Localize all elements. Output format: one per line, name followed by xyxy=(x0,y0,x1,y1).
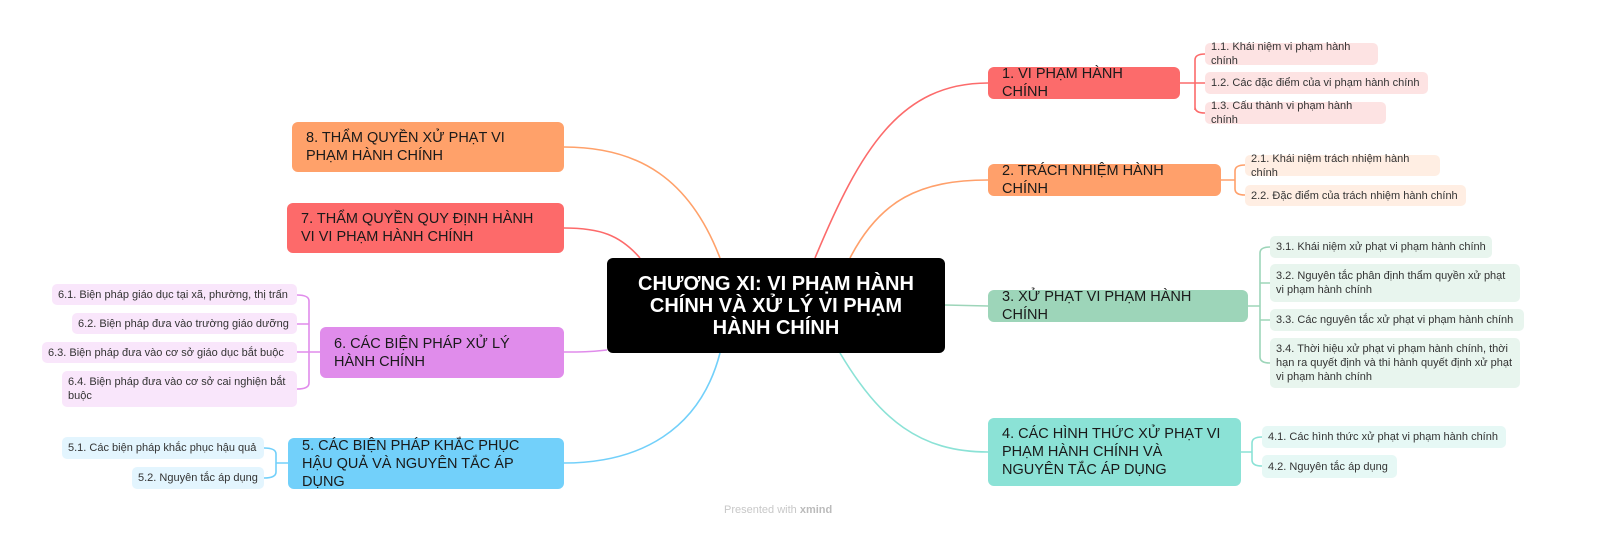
subtopic-label: 6.4. Biện pháp đưa vào cơ sở cai nghiện … xyxy=(68,376,286,402)
subtopic-label: 3.1. Khái niệm xử phạt vi phạm hành chín… xyxy=(1276,241,1486,253)
subtopic-6-4[interactable]: 6.4. Biện pháp đưa vào cơ sở cai nghiện … xyxy=(62,371,297,407)
topic-8-label: 8. THẨM QUYỀN XỬ PHẠT VI PHẠM HÀNH CHÍNH xyxy=(306,130,505,164)
subtopic-6-2[interactable]: 6.2. Biện pháp đưa vào trường giáo dưỡng xyxy=(72,313,297,334)
topic-4[interactable]: 4. CÁC HÌNH THỨC XỬ PHẠT VI PHẠM HÀNH CH… xyxy=(988,418,1241,486)
topic-5[interactable]: 5. CÁC BIỆN PHÁP KHẮC PHỤC HẬU QUẢ VÀ NG… xyxy=(288,437,564,490)
subtopic-label: 4.1. Các hình thức xử phạt vi phạm hành … xyxy=(1268,431,1498,443)
subtopic-label: 2.1. Khái niệm trách nhiệm hành chính xyxy=(1251,152,1410,179)
topic-4-label: 4. CÁC HÌNH THỨC XỬ PHẠT VI PHẠM HÀNH CH… xyxy=(1002,426,1221,478)
subtopic-1-3[interactable]: 1.3. Cấu thành vi phạm hành chính xyxy=(1205,100,1386,126)
subtopic-5-1[interactable]: 5.1. Các biện pháp khắc phục hậu quả xyxy=(62,437,264,459)
subtopic-2-2[interactable]: 2.2. Đặc điểm của trách nhiệm hành chính xyxy=(1245,185,1466,206)
subtopic-label: 1.1. Khái niệm vi phạm hành chính xyxy=(1211,41,1351,67)
topic-6-label: 6. CÁC BIỆN PHÁP XỬ LÝ HÀNH CHÍNH xyxy=(334,335,510,370)
subtopic-1-2[interactable]: 1.2. Các đặc điểm của vi phạm hành chính xyxy=(1205,72,1428,94)
subtopic-1-1[interactable]: 1.1. Khái niệm vi phạm hành chính xyxy=(1205,41,1378,67)
subtopic-3-3[interactable]: 3.3. Các nguyên tắc xử phạt vi phạm hành… xyxy=(1270,309,1524,331)
topic-6[interactable]: 6. CÁC BIỆN PHÁP XỬ LÝ HÀNH CHÍNH xyxy=(320,327,564,378)
subtopic-label: 3.4. Thời hiệu xử phạt vi phạm hành chín… xyxy=(1276,343,1513,383)
topic-8[interactable]: 8. THẨM QUYỀN XỬ PHẠT VI PHẠM HÀNH CHÍNH xyxy=(292,122,564,172)
subtopic-label: 3.2. Nguyên tắc phân định thẩm quyền xử … xyxy=(1276,270,1506,296)
topic-1-label: 1. VI PHẠM HÀNH CHÍNH xyxy=(1002,66,1123,100)
topic-1[interactable]: 1. VI PHẠM HÀNH CHÍNH xyxy=(988,66,1180,100)
subtopic-3-1[interactable]: 3.1. Khái niệm xử phạt vi phạm hành chín… xyxy=(1270,236,1492,258)
subtopic-6-3[interactable]: 6.3. Biện pháp đưa vào cơ sở giáo dục bắ… xyxy=(42,342,297,363)
subtopic-label: 5.2. Nguyên tắc áp dụng xyxy=(138,472,258,484)
footer-credit: Presented with xmind xyxy=(724,504,832,516)
xmind-logo: xmind xyxy=(799,504,833,516)
subtopic-5-2[interactable]: 5.2. Nguyên tắc áp dụng xyxy=(132,467,264,489)
topic-5-label: 5. CÁC BIỆN PHÁP KHẮC PHỤC HẬU QUẢ VÀ NG… xyxy=(302,437,520,490)
topic-7[interactable]: 7. THẨM QUYỀN QUY ĐỊNH HÀNH VI VI PHẠM H… xyxy=(287,203,564,253)
subtopic-label: 1.2. Các đặc điểm của vi phạm hành chính xyxy=(1211,77,1420,89)
topic-3-label: 3. XỬ PHẠT VI PHẠM HÀNH CHÍNH xyxy=(1002,289,1192,323)
subtopic-2-1[interactable]: 2.1. Khái niệm trách nhiệm hành chính xyxy=(1245,153,1440,179)
subtopic-4-2[interactable]: 4.2. Nguyên tắc áp dụng xyxy=(1262,455,1397,478)
central-topic[interactable]: CHƯƠNG XI: VI PHẠM HÀNH CHÍNH VÀ XỬ LÝ V… xyxy=(607,258,945,353)
subtopic-label: 6.2. Biện pháp đưa vào trường giáo dưỡng xyxy=(78,317,289,330)
subtopic-label: 1.3. Cấu thành vi phạm hành chính xyxy=(1211,100,1353,126)
subtopic-label: 6.3. Biện pháp đưa vào cơ sở giáo dục bắ… xyxy=(48,346,284,359)
subtopic-label: 6.1. Biện pháp giáo dục tại xã, phường, … xyxy=(58,288,288,301)
subtopic-4-1[interactable]: 4.1. Các hình thức xử phạt vi phạm hành … xyxy=(1262,426,1506,448)
topic-7-label: 7. THẨM QUYỀN QUY ĐỊNH HÀNH VI VI PHẠM H… xyxy=(301,211,534,245)
subtopic-6-1[interactable]: 6.1. Biện pháp giáo dục tại xã, phường, … xyxy=(52,284,297,305)
subtopic-label: 3.3. Các nguyên tắc xử phạt vi phạm hành… xyxy=(1276,314,1514,326)
subtopic-3-4[interactable]: 3.4. Thời hiệu xử phạt vi phạm hành chín… xyxy=(1270,338,1520,388)
footer-prefix: Presented with xyxy=(724,504,797,516)
subtopic-3-2[interactable]: 3.2. Nguyên tắc phân định thẩm quyền xử … xyxy=(1270,264,1520,302)
topic-2[interactable]: 2. TRÁCH NHIỆM HÀNH CHÍNH xyxy=(988,163,1221,197)
topic-2-label: 2. TRÁCH NHIỆM HÀNH CHÍNH xyxy=(1002,163,1164,197)
subtopic-label: 2.2. Đặc điểm của trách nhiệm hành chính xyxy=(1251,189,1458,202)
subtopic-label: 5.1. Các biện pháp khắc phục hậu quả xyxy=(68,442,257,454)
central-topic-title: CHƯƠNG XI: VI PHẠM HÀNH CHÍNH VÀ XỬ LÝ V… xyxy=(638,272,914,339)
topic-3[interactable]: 3. XỬ PHẠT VI PHẠM HÀNH CHÍNH xyxy=(988,289,1248,323)
subtopic-label: 4.2. Nguyên tắc áp dụng xyxy=(1268,460,1388,473)
